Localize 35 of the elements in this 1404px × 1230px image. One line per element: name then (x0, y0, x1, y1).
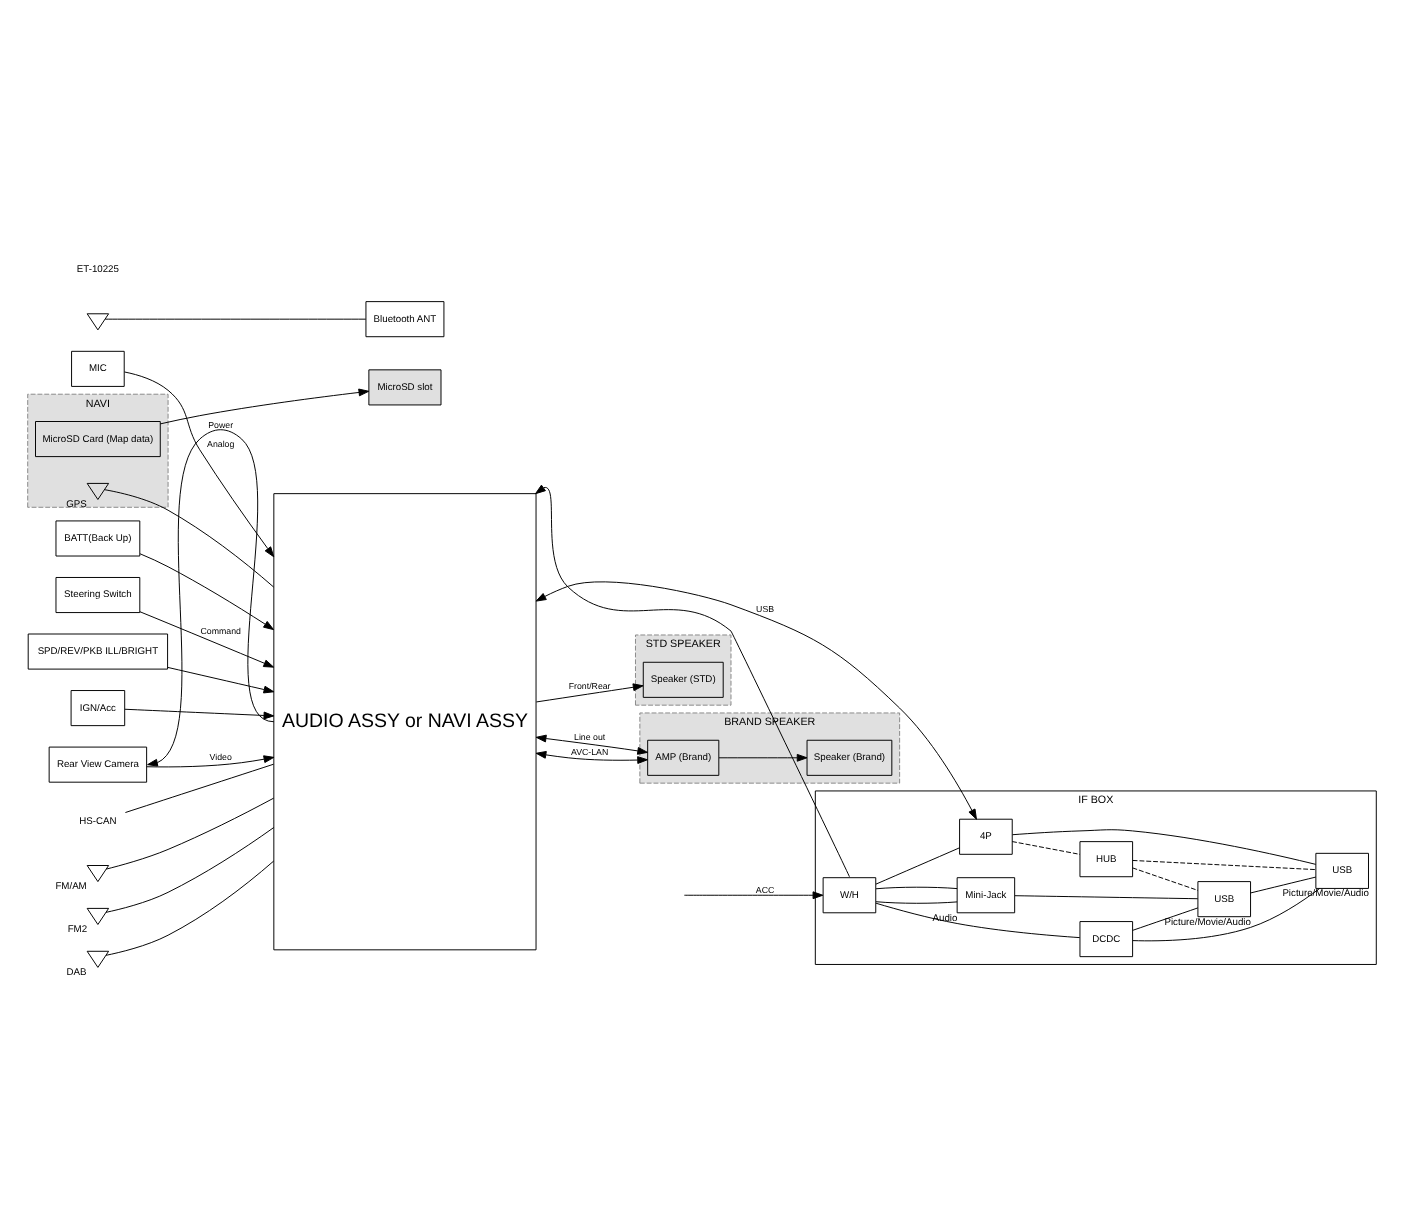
arrow (535, 750, 648, 764)
connector (875, 847, 960, 885)
arrow (535, 484, 850, 878)
arrow (124, 371, 275, 558)
connector (1132, 907, 1199, 931)
connector (1132, 888, 1321, 942)
arrow (146, 755, 275, 768)
arrow (159, 388, 370, 425)
connector (875, 901, 958, 904)
arrow (535, 581, 977, 820)
connector (1012, 829, 1317, 865)
arrow (139, 611, 275, 668)
connector (124, 763, 274, 813)
arrow (718, 753, 808, 762)
connector (104, 318, 367, 320)
connector (875, 902, 1081, 939)
connector (1011, 841, 1081, 855)
connector (104, 489, 275, 588)
arrow (683, 891, 824, 900)
arrow (535, 734, 649, 755)
connector (105, 827, 275, 913)
arrow (535, 683, 644, 703)
node-box: AUDIO ASSY or NAVI ASSY (273, 493, 537, 951)
connector (1250, 876, 1317, 894)
arrow (167, 666, 275, 694)
connector (105, 797, 275, 870)
arrow (139, 553, 274, 631)
connector (875, 886, 958, 890)
arrow (124, 708, 275, 720)
node-antenna (86, 313, 110, 331)
connector (1132, 867, 1199, 891)
connector (105, 860, 275, 956)
connector (1132, 859, 1317, 871)
arrow (147, 429, 275, 767)
connector (1014, 895, 1199, 900)
